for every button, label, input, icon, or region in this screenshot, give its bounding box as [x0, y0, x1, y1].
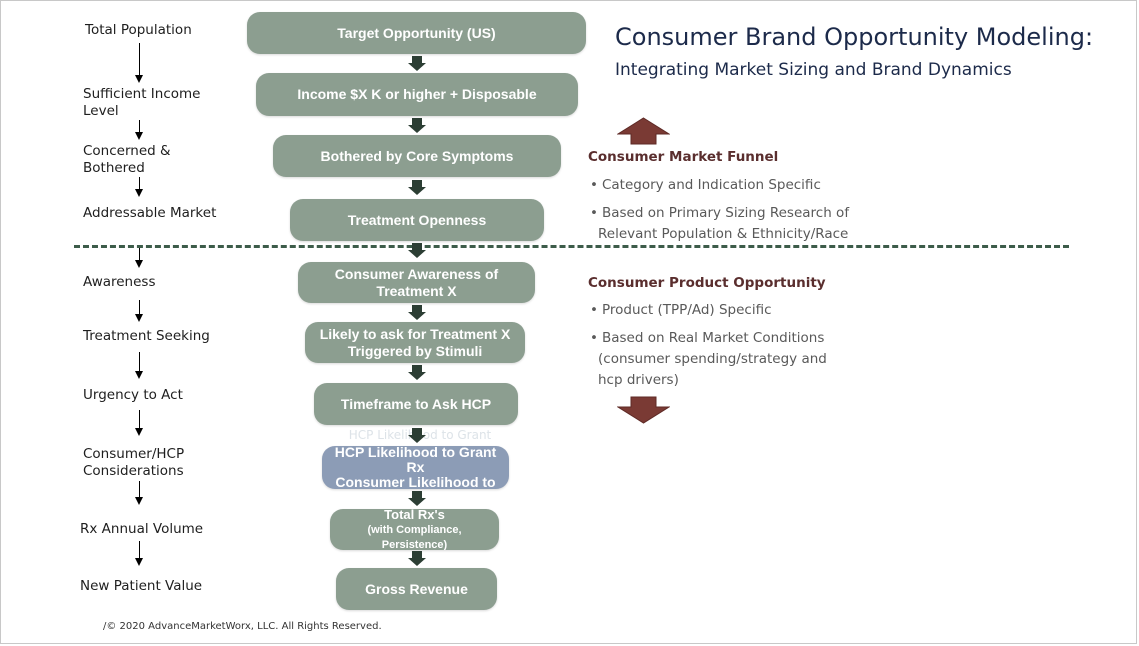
funnel-divider: [74, 245, 1069, 248]
funnel-timeframe: Timeframe to Ask HCP: [314, 383, 518, 425]
label-rx-annual-volume: Rx Annual Volume: [80, 521, 204, 537]
funnel-bothered: Bothered by Core Symptoms: [273, 135, 561, 177]
market-funnel-heading: Consumer Market Funnel: [588, 149, 779, 165]
market-funnel-bullet: •Category and Indication Specific: [590, 177, 821, 193]
arrow-down-icon: [135, 352, 143, 379]
up-arrow-icon: [617, 117, 670, 145]
label-urgency-to-act: Urgency to Act: [83, 387, 183, 403]
product-opportunity-bullet: •Product (TPP/Ad) Specific: [590, 302, 772, 318]
funnel-total-rx: Total Rx's(with Compliance,Persistence): [330, 509, 499, 550]
copyright: /© 2020 AdvanceMarketWorx, LLC. All Righ…: [103, 621, 382, 632]
page-title: Consumer Brand Opportunity Modeling:: [615, 23, 1094, 51]
arrow-down-icon: [135, 410, 143, 436]
arrow-down-icon: [135, 248, 143, 268]
arrow-down-icon: [135, 177, 143, 197]
funnel-income: Income $X K or higher + Disposable: [256, 73, 578, 116]
label-concerned-bothered: Concerned &Bothered: [83, 143, 171, 176]
funnel-gross-revenue: Gross Revenue: [336, 568, 497, 610]
arrow-down-icon: [135, 541, 143, 566]
label-new-patient-value: New Patient Value: [80, 578, 203, 594]
label-addressable-market: Addressable Market: [83, 205, 217, 221]
funnel-target-opportunity: Target Opportunity (US): [247, 12, 586, 54]
label-total-population: Total Population: [85, 22, 192, 38]
market-funnel-bullet: •Based on Primary Sizing Research of Rel…: [590, 205, 850, 242]
arrow-down-icon: [135, 481, 143, 505]
product-opportunity-heading: Consumer Product Opportunity: [588, 275, 826, 291]
label-awareness: Awareness: [83, 274, 156, 290]
page-subtitle: Integrating Market Sizing and Brand Dyna…: [615, 60, 1012, 80]
product-opportunity-bullet: •Based on Real Market Conditions (consum…: [590, 330, 827, 388]
arrow-down-icon: [135, 300, 143, 322]
down-arrow-icon: [617, 396, 670, 424]
funnel-treatment-openness: Treatment Openness: [290, 199, 544, 241]
arrow-down-icon: [135, 120, 143, 140]
label-treatment-seeking: Treatment Seeking: [83, 328, 210, 344]
arrow-down-icon: [135, 43, 143, 83]
